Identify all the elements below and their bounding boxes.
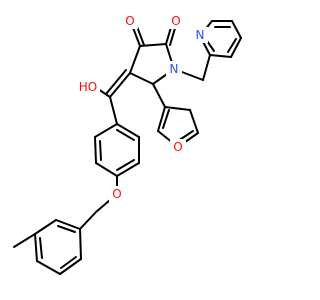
atom-label-background	[168, 13, 184, 29]
ketone-oxygen-c2: O	[168, 13, 184, 29]
pyridine-nitrogen: N	[192, 27, 208, 43]
atom-label-o-ether: O	[112, 187, 121, 201]
ketone-oxygen-c3: O	[122, 13, 138, 29]
atom-label-background	[166, 61, 182, 77]
bond	[116, 159, 135, 171]
bond	[57, 225, 76, 233]
bond	[34, 219, 57, 235]
atom-label-o-furan: O	[173, 140, 182, 154]
atom-label-o-ketone-c2: O	[171, 14, 180, 28]
bond	[99, 140, 102, 161]
bond	[55, 219, 81, 230]
bond	[79, 228, 82, 260]
bond	[116, 129, 135, 141]
bond	[162, 109, 170, 129]
bond	[36, 260, 61, 275]
atom-labels: O O N N HO O O	[76, 13, 208, 202]
atom-label-n-pyridine: N	[196, 28, 205, 42]
atom-label-background	[109, 186, 125, 202]
bond	[95, 162, 118, 177]
atom-label-background	[192, 27, 208, 43]
bond	[189, 109, 199, 134]
bond	[157, 106, 166, 132]
bond	[116, 162, 140, 177]
bond	[13, 233, 36, 248]
atom-label-n-lactam: N	[170, 62, 179, 76]
bond	[116, 123, 140, 138]
bond	[79, 211, 97, 230]
bond	[164, 106, 191, 111]
bond	[202, 54, 211, 81]
atom-label-background	[76, 79, 100, 95]
bond	[152, 83, 166, 108]
furan-oxygen: O	[170, 139, 186, 155]
bond	[59, 258, 82, 275]
bond	[94, 136, 97, 164]
bond	[129, 45, 141, 74]
bond	[129, 72, 154, 85]
bond	[230, 37, 242, 58]
ether-oxygen: O	[109, 186, 125, 202]
bond	[231, 20, 242, 39]
bond	[209, 54, 232, 58]
chemical-structure-diagram: O O N N HO O O	[13, 13, 242, 275]
bond	[94, 123, 118, 138]
bond	[105, 69, 127, 95]
bond	[60, 256, 77, 269]
bond	[34, 233, 38, 262]
bonds	[13, 20, 242, 275]
atom-label-o-hydroxyl: HO	[79, 80, 97, 94]
hydroxyl-group: HO	[76, 79, 100, 95]
atom-label-background	[122, 13, 138, 29]
atom-label-o-ketone-c3: O	[125, 14, 134, 28]
bond	[109, 72, 131, 98]
bond	[39, 237, 43, 259]
lactam-nitrogen: N	[166, 61, 182, 77]
bond	[95, 199, 111, 213]
atom-label-background	[170, 139, 186, 155]
bond	[109, 96, 118, 125]
bond	[227, 38, 237, 53]
